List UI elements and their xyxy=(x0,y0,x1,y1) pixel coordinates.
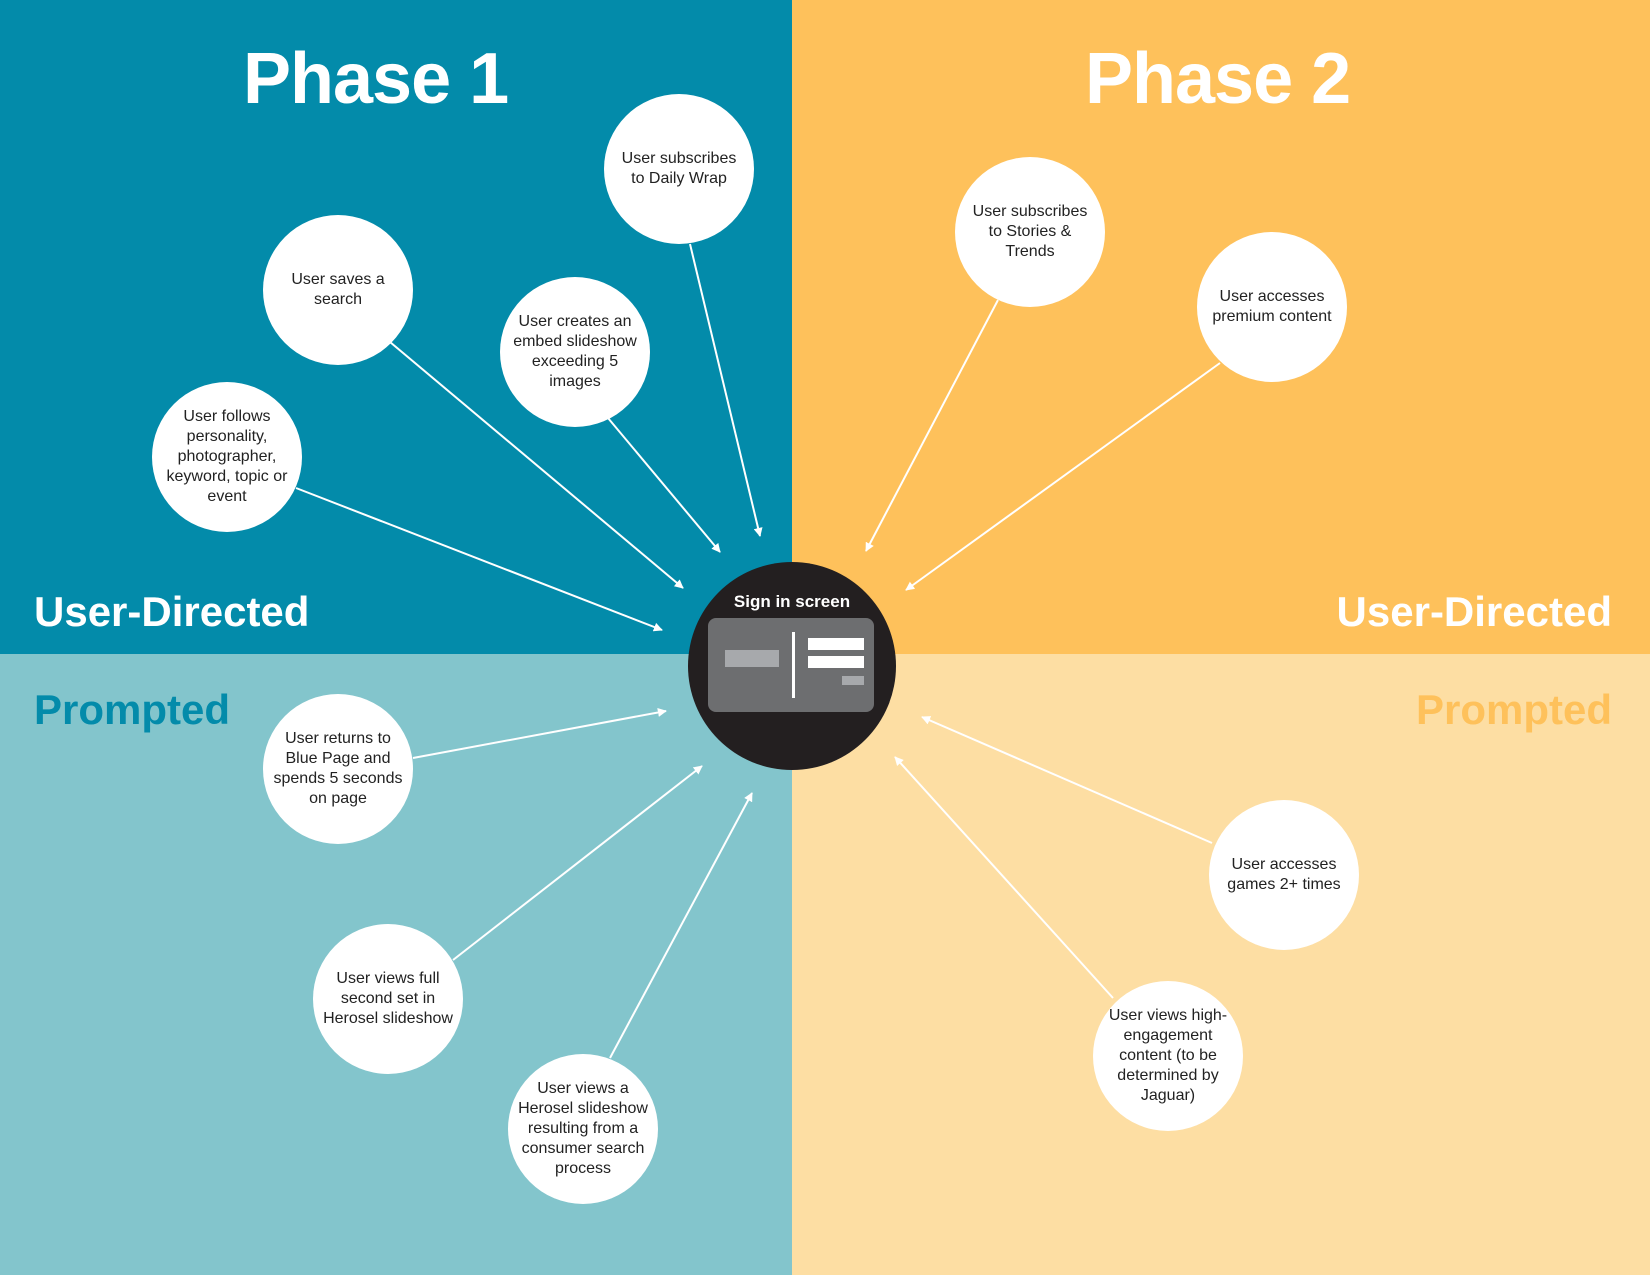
trigger-text: User accesses premium content xyxy=(1212,288,1332,325)
trigger-embed-slideshow: User creates an embed slideshow exceedin… xyxy=(500,277,650,427)
trigger-text: User saves a search xyxy=(291,271,385,308)
arrow-high-engagement xyxy=(894,756,1114,999)
phase2-prompted-quadrant xyxy=(792,654,1650,1275)
phase2-title: Phase 2 xyxy=(1085,39,1351,119)
trigger-text: User returns to Blue Page and spends 5 s… xyxy=(273,730,403,807)
trigger-text: User views high-engagement content (to b… xyxy=(1108,1007,1228,1104)
trigger-text: User follows personality, photographer, … xyxy=(166,408,288,505)
trigger-text: User subscribes to Stories & Trends xyxy=(972,203,1088,260)
trigger-text: User subscribes to Daily Wrap xyxy=(621,150,737,187)
trigger-herosel-search: User views a Herosel slideshow resulting… xyxy=(508,1054,658,1204)
trigger-premium-content: User accesses premium content xyxy=(1197,232,1347,382)
arrow-premium-content xyxy=(905,362,1221,591)
arrow-embed-slideshow xyxy=(607,417,721,553)
trigger-saves-search: User saves a search xyxy=(263,215,413,365)
arrow-games xyxy=(921,716,1213,844)
prompted-label-right: Prompted xyxy=(1415,686,1612,733)
trigger-text: User creates an embed slideshow exceedin… xyxy=(513,313,637,390)
arrow-daily-wrap xyxy=(689,243,763,537)
screen-icon xyxy=(708,618,874,712)
sign-in-screen-hub: Sign in screen xyxy=(688,562,896,770)
trigger-text: User views a Herosel slideshow resulting… xyxy=(518,1080,648,1177)
arrow-stories-trends xyxy=(865,299,999,552)
sign-in-screen-label: Sign in screen xyxy=(733,592,851,611)
arrow-herosel-search xyxy=(609,792,753,1059)
trigger-herosel-full: User views full second set in Herosel sl… xyxy=(313,924,463,1074)
prompted-label-left: Prompted xyxy=(34,686,231,733)
arrow-follows xyxy=(295,487,663,632)
trigger-daily-wrap: User subscribes to Daily Wrap xyxy=(604,94,754,244)
user-directed-label-right: User-Directed xyxy=(1336,588,1612,635)
trigger-games: User accesses games 2+ times xyxy=(1209,800,1359,950)
arrow-saves-search xyxy=(389,341,684,589)
arrow-blue-page xyxy=(412,708,667,759)
trigger-stories-trends: User subscribes to Stories & Trends xyxy=(955,157,1105,307)
arrow-herosel-full xyxy=(452,765,703,961)
phase1-title: Phase 1 xyxy=(243,39,509,119)
trigger-blue-page: User returns to Blue Page and spends 5 s… xyxy=(263,694,413,844)
trigger-follows: User follows personality, photographer, … xyxy=(152,382,302,532)
trigger-high-engagement: User views high-engagement content (to b… xyxy=(1093,981,1243,1131)
trigger-text: User accesses games 2+ times xyxy=(1227,856,1341,893)
trigger-text: User views full second set in Herosel sl… xyxy=(323,970,453,1027)
user-directed-label-left: User-Directed xyxy=(34,588,310,635)
